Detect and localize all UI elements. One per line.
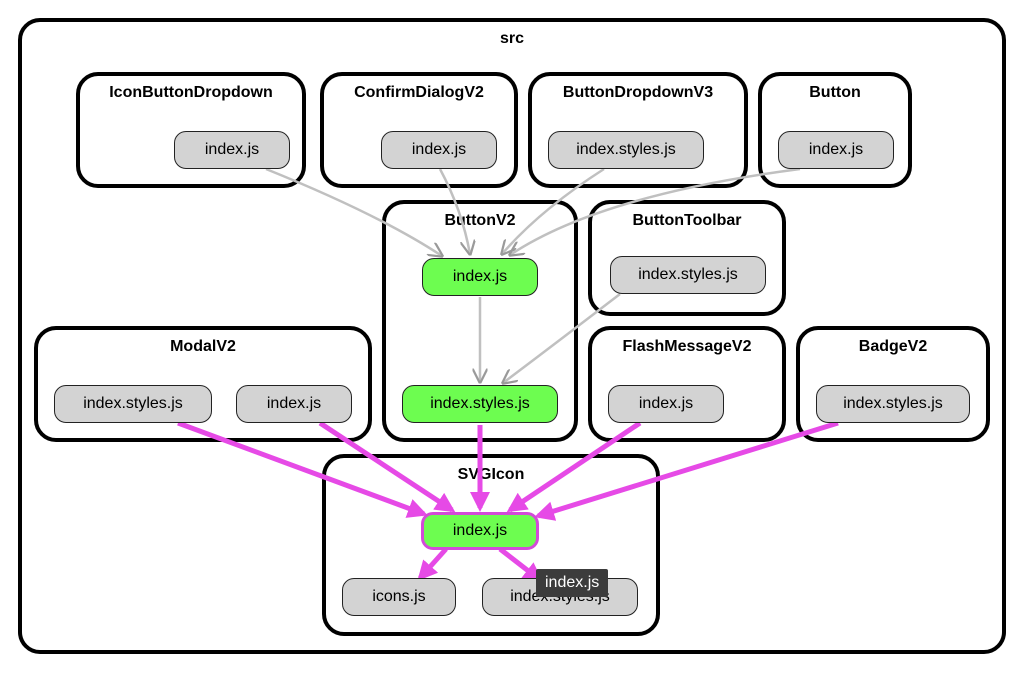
node-modalv2-index-styles-js[interactable]: index.styles.js [54,385,212,423]
cluster-title-button-v2: ButtonV2 [444,212,516,229]
cluster-title-button-dropdown-v3: ButtonDropdownV3 [562,84,714,101]
cluster-button[interactable]: Button [758,72,912,188]
node-buttonv2-index-styles-js[interactable]: index.styles.js [402,385,558,423]
cluster-button-dropdown-v3[interactable]: ButtonDropdownV3 [528,72,748,188]
cluster-title-modal-v2: ModalV2 [170,338,236,355]
cluster-modal-v2[interactable]: ModalV2 [34,326,372,442]
node-svgicon-index-js[interactable]: index.js [421,512,539,550]
node-button-index-js[interactable]: index.js [778,131,894,169]
node-iconbuttondropdown-index-js[interactable]: index.js [174,131,290,169]
node-buttondropdownv3-index-styles-js[interactable]: index.styles.js [548,131,704,169]
cluster-title-confirm-dialog-v2: ConfirmDialogV2 [354,84,484,101]
cluster-title-button: Button [809,84,861,101]
cluster-title-badge-v2: BadgeV2 [858,338,928,355]
cluster-title-src: src [499,30,525,47]
cluster-title-button-toolbar: ButtonToolbar [632,212,742,229]
node-buttonv2-index-js[interactable]: index.js [422,258,538,296]
cluster-icon-button-dropdown[interactable]: IconButtonDropdown [76,72,306,188]
cluster-flash-message-v2[interactable]: FlashMessageV2 [588,326,786,442]
node-buttontoolbar-index-styles-js[interactable]: index.styles.js [610,256,766,294]
cluster-confirm-dialog-v2[interactable]: ConfirmDialogV2 [320,72,518,188]
node-confirmdialogv2-index-js[interactable]: index.js [381,131,497,169]
node-svgicon-icons-js[interactable]: icons.js [342,578,456,616]
hover-tooltip: index.js [536,569,609,597]
cluster-title-svg-icon: SVGIcon [457,466,525,483]
cluster-title-flash-message-v2: FlashMessageV2 [622,338,752,355]
node-flashmessagev2-index-js[interactable]: index.js [608,385,724,423]
cluster-badge-v2[interactable]: BadgeV2 [796,326,990,442]
cluster-title-icon-button-dropdown: IconButtonDropdown [109,84,273,101]
node-badgev2-index-styles-js[interactable]: index.styles.js [816,385,970,423]
node-modalv2-index-js[interactable]: index.js [236,385,352,423]
